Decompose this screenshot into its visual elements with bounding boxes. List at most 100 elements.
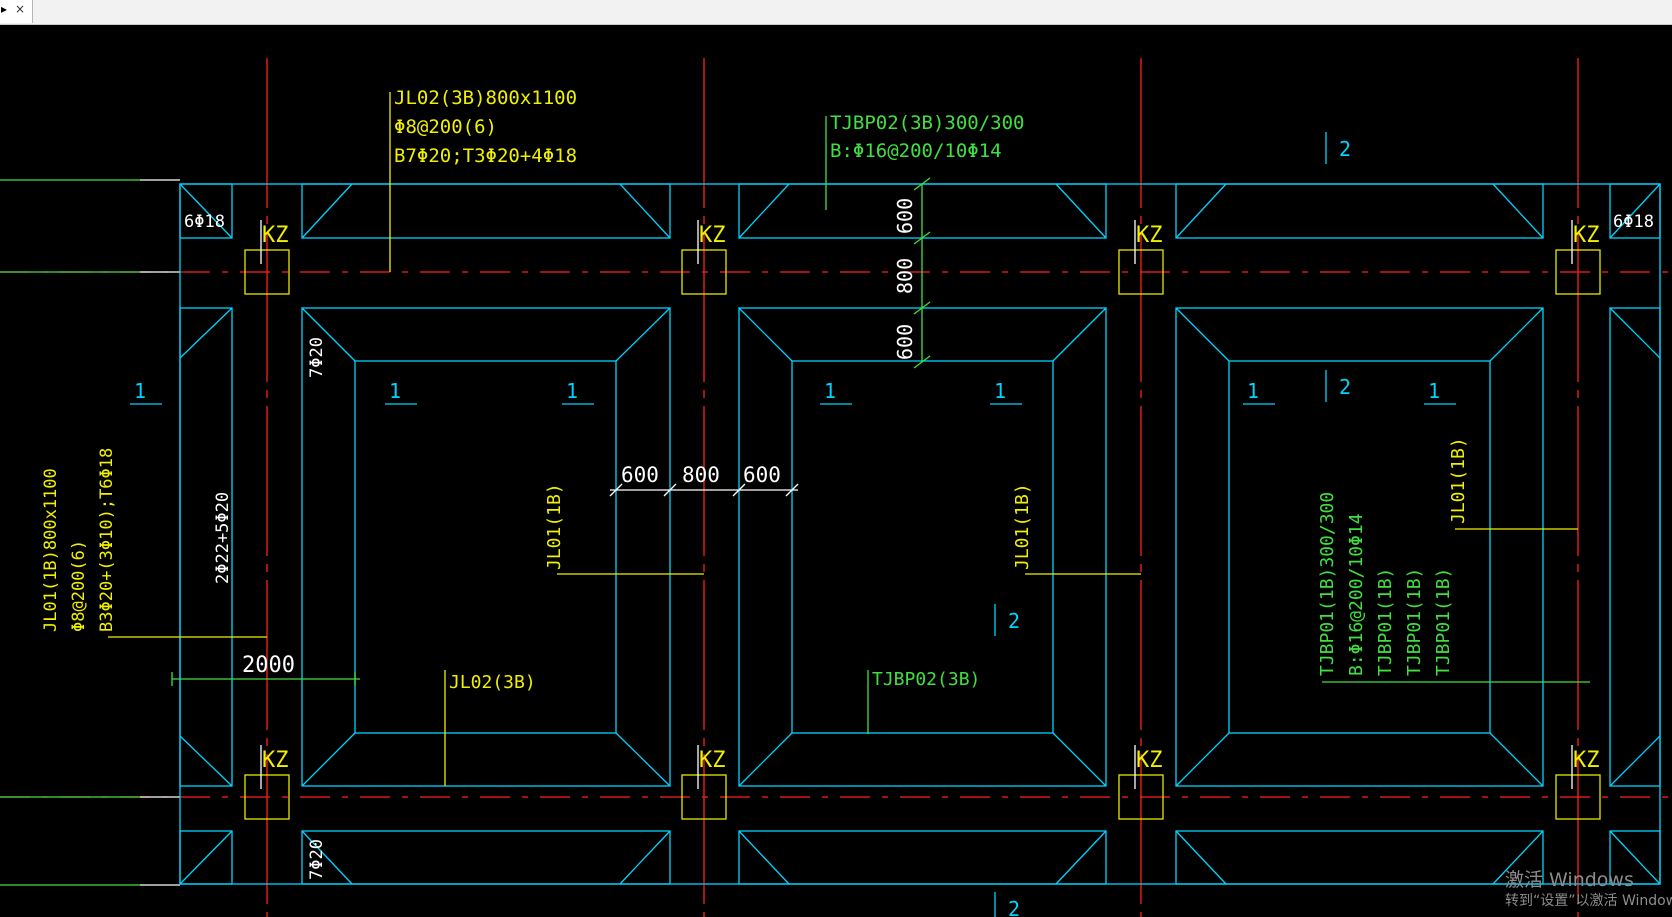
top-strip-1-slope-l xyxy=(301,183,353,239)
left-beam-stirrup: Φ8@200(6) xyxy=(69,540,89,632)
bottom-strip-2 xyxy=(738,830,1107,885)
section-mark-1-4-label: 1 xyxy=(824,379,836,403)
corner-box-br xyxy=(1609,830,1661,885)
bottom-strip-2-slope-l xyxy=(738,830,790,885)
left-side-strip xyxy=(179,307,233,787)
left-beam-size: JL01(1B)800x1100 xyxy=(41,468,61,632)
section-mark-1-1-label: 1 xyxy=(134,379,146,403)
corner-box-br-diag xyxy=(1609,830,1661,885)
column-kz-1-3 xyxy=(1118,249,1164,295)
pit-2-chamfer-tl xyxy=(738,307,793,362)
edge-rebar-upper: 7Φ20 xyxy=(307,337,327,378)
right-slab-line-3: TJBP01(1B) xyxy=(1375,568,1396,676)
bottom-strip-3-slope-l xyxy=(1175,830,1227,885)
section-mark-1-5-label: 1 xyxy=(994,379,1006,403)
pit-2-chamfer-br xyxy=(1052,732,1107,787)
pit-1-inner xyxy=(354,360,617,734)
bottom-strip-1-slope-l xyxy=(301,830,353,885)
left-side-strip-slope-t xyxy=(179,307,233,359)
left-side-strip-slope-b xyxy=(179,735,233,787)
right-slab-line-1: TJBP01(1B)300/300 xyxy=(1317,492,1338,676)
bottom-strip-1 xyxy=(301,830,671,885)
bottom-strip-1-slope-r xyxy=(619,830,671,885)
corner-box-bl-diag xyxy=(179,830,233,885)
section-mark-2-3-label: 2 xyxy=(1008,609,1020,633)
side-rebar-note: 2Φ22+5Φ20 xyxy=(213,492,233,584)
column-kz-1-2-tag: KZ xyxy=(699,223,726,248)
right-side-strip-slope-t xyxy=(1609,307,1661,359)
corner-box-tr-diag xyxy=(1609,183,1661,239)
pit-3-chamfer-tl xyxy=(1175,307,1230,362)
close-icon[interactable]: × xyxy=(15,2,26,16)
horizontal-dim-tick-3 xyxy=(732,483,746,497)
right-slab-line-5: TJBP01(1B) xyxy=(1433,568,1454,676)
horizontal-dim-800: 800 xyxy=(682,463,720,487)
right-slab-line-2: B:Φ16@200/10Φ14 xyxy=(1346,513,1367,676)
top-strip-3 xyxy=(1175,183,1544,239)
watermark-subtitle: 转到“设置”以激活 Windows。 xyxy=(1505,893,1672,909)
bottom-strip-3 xyxy=(1175,830,1544,885)
top-slab-rebar: B:Φ16@200/10Φ14 xyxy=(830,140,1002,162)
column-kz-1-2 xyxy=(681,249,727,295)
vertical-dim-600-bottom: 600 xyxy=(893,324,917,360)
pit-2 xyxy=(738,307,1107,787)
beam-ref-3: JL01(1B) xyxy=(1448,437,1469,524)
vertical-dim-tick-2 xyxy=(913,231,931,245)
corner-rebar-right: 6Φ18 xyxy=(1613,212,1654,232)
pit-1-chamfer-tr xyxy=(615,307,671,362)
section-mark-2-2-label: 2 xyxy=(1339,375,1351,399)
section-mark-1-2-label: 1 xyxy=(389,379,401,403)
bottom-strip-3-slope-r xyxy=(1492,830,1544,885)
column-kz-1-4-tag: KZ xyxy=(1573,223,1600,248)
top-strip-1-slope-r xyxy=(619,183,671,239)
vertical-dim-600-top: 600 xyxy=(893,198,917,234)
edge-rebar-lower: 7Φ20 xyxy=(307,839,327,880)
corner-box-tr xyxy=(1609,183,1661,239)
section-mark-2-1-label: 2 xyxy=(1339,137,1351,161)
beam-ref-1: JL01(1B) xyxy=(544,483,565,570)
horizontal-dim-600-right: 600 xyxy=(743,463,781,487)
top-beam-rebar: B7Φ20;T3Φ20+4Φ18 xyxy=(394,145,577,167)
column-kz-2-1-tag: KZ xyxy=(262,748,289,773)
dim-2000-label: 2000 xyxy=(242,653,295,678)
pit-3-chamfer-tr xyxy=(1489,307,1544,362)
watermark-title: 激活 Windows xyxy=(1505,869,1634,891)
column-kz-2-2 xyxy=(681,774,727,820)
top-strip-2-slope-l xyxy=(738,183,790,239)
pit-3-chamfer-bl xyxy=(1175,732,1230,787)
windows-activation-watermark: 激活 Windows 转到“设置”以激活 Windows。 xyxy=(1505,868,1672,910)
top-strip-2-slope-r xyxy=(1055,183,1107,239)
beam-ref-2: JL01(1B) xyxy=(1012,483,1033,570)
corner-rebar-left: 6Φ18 xyxy=(184,212,225,232)
section-mark-1-3-label: 1 xyxy=(566,379,578,403)
column-kz-2-4 xyxy=(1555,774,1601,820)
bottom-beam-ref: JL02(3B) xyxy=(449,672,536,693)
pit-3 xyxy=(1175,307,1544,787)
drawing-tab[interactable]: ▸ × xyxy=(0,0,33,23)
section-mark-1-7-label: 1 xyxy=(1428,379,1440,403)
pit-3-inner xyxy=(1228,360,1491,734)
column-kz-2-1 xyxy=(244,774,290,820)
horizontal-dim-tick-1 xyxy=(609,483,623,497)
top-strip-1 xyxy=(301,183,671,239)
vertical-dim-tick-1 xyxy=(913,177,931,191)
corner-box-bl xyxy=(179,830,233,885)
column-kz-2-4-tag: KZ xyxy=(1573,748,1600,773)
corner-box-tl xyxy=(179,183,233,239)
vertical-dim-800: 800 xyxy=(893,258,917,294)
section-mark-2-4-label: 2 xyxy=(1008,897,1020,917)
column-kz-1-3-tag: KZ xyxy=(1136,223,1163,248)
horizontal-dim-tick-4 xyxy=(785,483,799,497)
column-kz-1-4 xyxy=(1555,249,1601,295)
top-beam-stirrup: Φ8@200(6) xyxy=(394,116,497,138)
column-kz-2-3 xyxy=(1118,774,1164,820)
pit-2-chamfer-bl xyxy=(738,732,793,787)
section-mark-1-6-label: 1 xyxy=(1247,379,1259,403)
pit-1-chamfer-bl xyxy=(301,732,356,787)
top-strip-3-slope-l xyxy=(1175,183,1227,239)
bottom-slab-ref: TJBP02(3B) xyxy=(872,669,980,690)
column-kz-2-3-tag: KZ xyxy=(1136,748,1163,773)
